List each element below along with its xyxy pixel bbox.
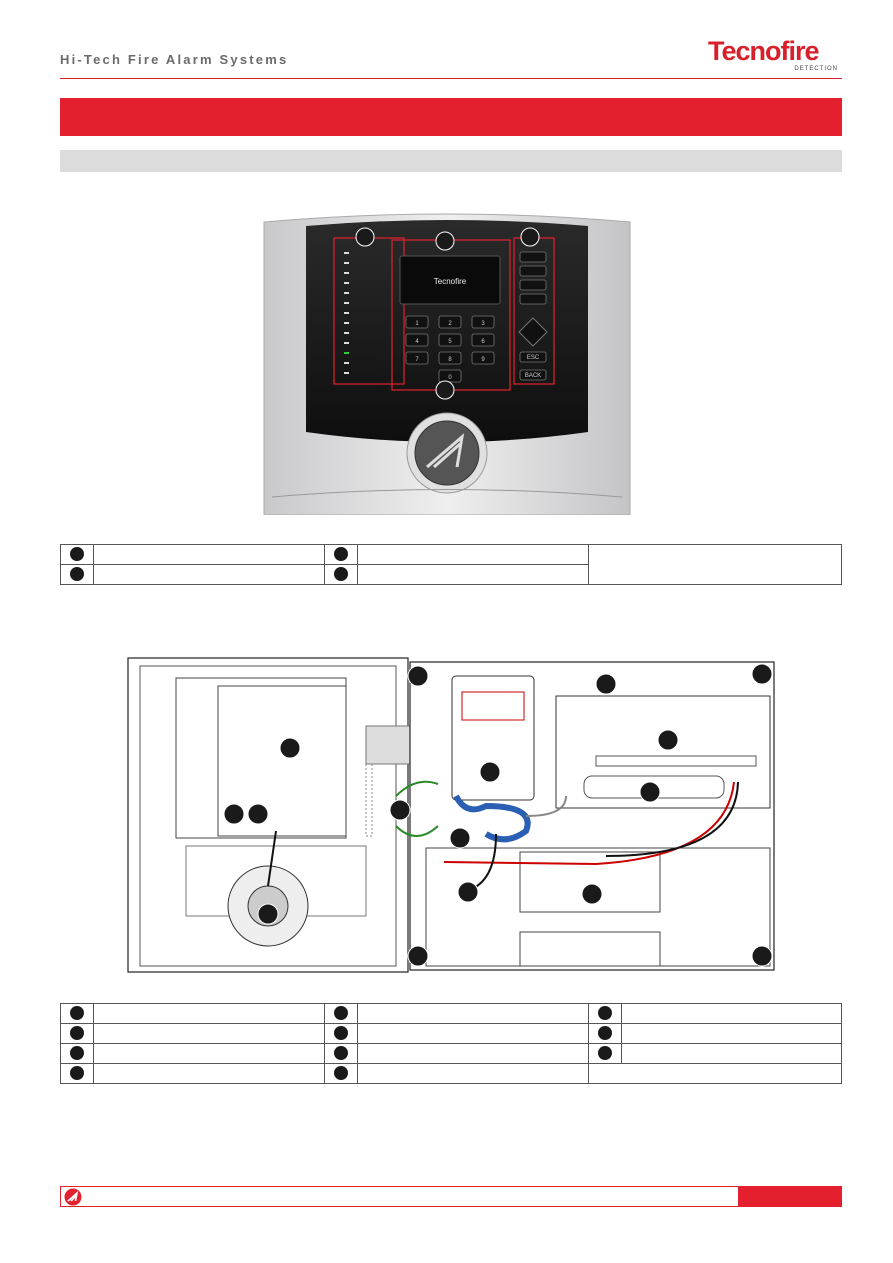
- key-3: 3: [481, 321, 485, 327]
- legend-marker: [588, 1023, 622, 1044]
- legend-cell: [93, 1003, 325, 1024]
- legend-table-bottom: [60, 1003, 842, 1084]
- legend-cell: [357, 1063, 589, 1084]
- table-row: [60, 564, 842, 585]
- legend-table-top: [60, 544, 842, 585]
- callout-dot-icon: [334, 1066, 348, 1081]
- callout-dot-icon: [70, 1066, 84, 1081]
- tagline: Hi-Tech Fire Alarm Systems: [60, 52, 289, 67]
- header-rule: [60, 78, 842, 79]
- legend-cell: [357, 1023, 589, 1044]
- legend-marker: [60, 1003, 94, 1024]
- subsection-bar: [60, 150, 842, 172]
- table-row: [60, 544, 842, 585]
- table-row: [60, 1003, 842, 1024]
- legend-cell: [93, 564, 325, 585]
- callout-dot-icon: [334, 1026, 348, 1041]
- legend-cell: [357, 544, 589, 565]
- page-number-box: [738, 1186, 842, 1207]
- callout-dot-icon: [334, 567, 348, 582]
- legend-marker: [324, 1003, 358, 1024]
- footer-bar: [60, 1186, 842, 1207]
- legend-marker: [324, 1043, 358, 1064]
- legend-marker: [60, 1043, 94, 1064]
- legend-cell: [93, 1023, 325, 1044]
- legend-marker: [324, 1063, 358, 1084]
- legend-cell: [357, 564, 589, 585]
- legend-marker: [588, 1003, 622, 1024]
- table-row: [60, 1063, 842, 1084]
- key-6: 6: [481, 339, 485, 345]
- section-title-bar: [60, 98, 842, 136]
- control-panel-internal-figure: [127, 657, 775, 973]
- key-5: 5: [448, 339, 452, 345]
- key-esc: ESC: [527, 355, 540, 361]
- logo-text: Tecnofire: [708, 36, 820, 66]
- callout-dot-icon: [598, 1006, 612, 1021]
- key-9: 9: [481, 357, 485, 363]
- footer-logo-icon: [64, 1188, 82, 1206]
- key-7: 7: [415, 357, 419, 363]
- legend-cell: [621, 1003, 842, 1024]
- legend-cell: [357, 1043, 589, 1064]
- display-brand: Tecnofire: [434, 277, 467, 286]
- callout-dot-icon: [70, 1006, 84, 1021]
- legend-cell: [93, 1063, 325, 1084]
- key-2: 2: [448, 321, 452, 327]
- key-8: 8: [448, 357, 452, 363]
- callout-dot-icon: [70, 547, 84, 562]
- legend-marker: [60, 544, 94, 565]
- callout-dot-icon: [334, 1046, 348, 1061]
- legend-marker: [588, 1043, 622, 1064]
- legend-marker: [324, 544, 358, 565]
- legend-cell: [93, 544, 325, 565]
- callout-dot-icon: [598, 1046, 612, 1061]
- key-1: 1: [415, 321, 419, 327]
- callout-dot-icon: [334, 1006, 348, 1021]
- callout-dot-icon: [334, 547, 348, 562]
- table-row: [60, 1043, 842, 1064]
- legend-cell: [621, 1043, 842, 1064]
- callout-dot-icon: [70, 567, 84, 582]
- control-panel-front-figure: Tecnofire 1 2 3 4 5 6 7 8 9 0 OK ESC BAC…: [263, 213, 631, 515]
- legend-cell: [588, 1063, 842, 1084]
- key-0: 0: [448, 375, 452, 381]
- legend-cell: [93, 1043, 325, 1064]
- callout-dot-icon: [70, 1046, 84, 1061]
- logo-subtext: DETECTION: [794, 66, 838, 72]
- legend-cell: [357, 1003, 589, 1024]
- legend-marker: [60, 1063, 94, 1084]
- key-back: BACK: [525, 373, 541, 379]
- legend-marker: [60, 564, 94, 585]
- table-row: [60, 1023, 842, 1044]
- legend-cell: [588, 544, 842, 585]
- callout-dot-icon: [598, 1026, 612, 1041]
- tecnofire-logo-icon: Tecnofire DETECTION: [708, 36, 842, 76]
- legend-marker: [60, 1023, 94, 1044]
- key-4: 4: [415, 339, 419, 345]
- legend-marker: [324, 1023, 358, 1044]
- callout-dot-icon: [70, 1026, 84, 1041]
- legend-marker: [324, 564, 358, 585]
- legend-cell: [621, 1023, 842, 1044]
